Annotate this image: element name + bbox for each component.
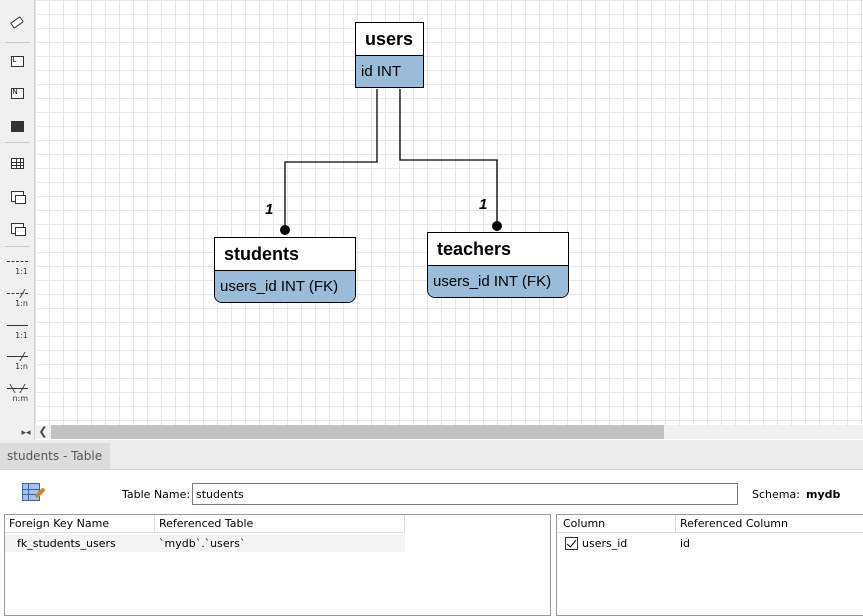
entity-column: users_id INT (FK): [215, 271, 355, 302]
column-checkbox[interactable]: [565, 537, 578, 550]
horizontal-scrollbar[interactable]: ❮: [35, 425, 863, 439]
schema-label: Schema:: [752, 488, 800, 501]
relationship-label: 1:1: [15, 267, 28, 276]
grid-header: Column Referenced Column: [557, 515, 863, 533]
relationship-label: 1:n: [15, 362, 28, 371]
relationship-lines: [280, 89, 502, 235]
relationship-label: n:m: [12, 394, 28, 403]
referenced-table-cell[interactable]: `mydb`.`users`: [155, 535, 405, 552]
toolbar-separator: [5, 42, 30, 43]
relationship-1-n-identifying-tool[interactable]: 1:n: [5, 351, 31, 373]
eraser-tool-icon[interactable]: [7, 12, 27, 32]
table-editor-panel: Table Name: Schema: mydb Foreign Key Nam…: [0, 470, 863, 616]
relationship-1-1-identifying-tool[interactable]: 1:1: [5, 320, 30, 342]
schema-value: mydb: [806, 488, 841, 501]
entity-users[interactable]: users id INT: [355, 22, 424, 88]
table-name-input[interactable]: [192, 483, 738, 505]
table-row[interactable]: users_id id: [557, 535, 863, 552]
image-tool-icon[interactable]: [7, 116, 27, 136]
scrollbar-thumb[interactable]: [51, 425, 664, 439]
column-name: users_id: [582, 537, 628, 550]
relationship-line-users-students[interactable]: [284, 89, 378, 230]
grid-header: Foreign Key Name Referenced Table: [5, 515, 550, 533]
scroll-corner-arrows-icon[interactable]: ▸◂: [21, 428, 31, 438]
toolbar-separator: [5, 142, 30, 143]
entity-teachers[interactable]: teachers users_id INT (FK): [427, 232, 569, 298]
cardinality-label-students: 1: [265, 201, 274, 218]
scroll-left-icon[interactable]: ❮: [38, 425, 48, 438]
relationship-1-n-non-identifying-tool[interactable]: 1:n: [5, 288, 31, 310]
new-table-tool-icon[interactable]: [7, 153, 27, 173]
entity-students[interactable]: students users_id INT (FK): [214, 237, 356, 303]
table-row[interactable]: fk_students_users `mydb`.`users`: [5, 535, 550, 552]
column-header-fk-name[interactable]: Foreign Key Name: [5, 515, 155, 533]
entity-column: users_id INT (FK): [428, 266, 568, 297]
table-editor-icon: [22, 481, 46, 505]
editor-tab-strip: students - Table: [0, 440, 863, 470]
new-routine-group-tool-icon[interactable]: [7, 218, 27, 238]
new-view-tool-icon[interactable]: [7, 186, 27, 206]
relationship-endpoint-teachers: [492, 221, 502, 231]
relationship-1-1-non-identifying-tool[interactable]: 1:1: [5, 256, 30, 278]
relationship-n-m-tool[interactable]: n:m: [4, 383, 31, 405]
foreign-keys-grid[interactable]: Foreign Key Name Referenced Table fk_stu…: [4, 514, 551, 616]
diagram-canvas[interactable]: 1 1 users id INT students users_id INT (…: [35, 0, 863, 425]
entity-column: id INT: [356, 56, 423, 87]
fk-columns-grid[interactable]: Column Referenced Column users_id id: [556, 514, 863, 616]
column-cell: users_id: [557, 535, 676, 552]
relationship-label: 1:n: [15, 299, 28, 308]
layer-tool-icon[interactable]: L: [7, 51, 27, 71]
toolbar-separator: [5, 246, 30, 247]
entity-title: teachers: [428, 233, 568, 266]
fk-name-cell[interactable]: fk_students_users: [5, 535, 155, 552]
cardinality-label-teachers: 1: [479, 196, 488, 213]
relationship-line-users-teachers[interactable]: [399, 89, 498, 226]
column-header-column[interactable]: Column: [557, 515, 676, 533]
tab-students-table[interactable]: students - Table: [0, 443, 110, 469]
entity-title: users: [356, 23, 423, 56]
note-tool-icon[interactable]: N: [7, 83, 27, 103]
relationship-endpoint-students: [280, 225, 290, 235]
entity-title: students: [215, 238, 355, 271]
column-header-referenced-column[interactable]: Referenced Column: [676, 515, 863, 533]
relationship-label: 1:1: [15, 331, 28, 340]
column-header-referenced-table[interactable]: Referenced Table: [155, 515, 405, 533]
table-name-label: Table Name:: [122, 488, 191, 501]
referenced-column-cell[interactable]: id: [680, 537, 691, 550]
diagram-toolbar: L N 1:1 1:n 1:1 1:n n:m: [0, 0, 35, 440]
